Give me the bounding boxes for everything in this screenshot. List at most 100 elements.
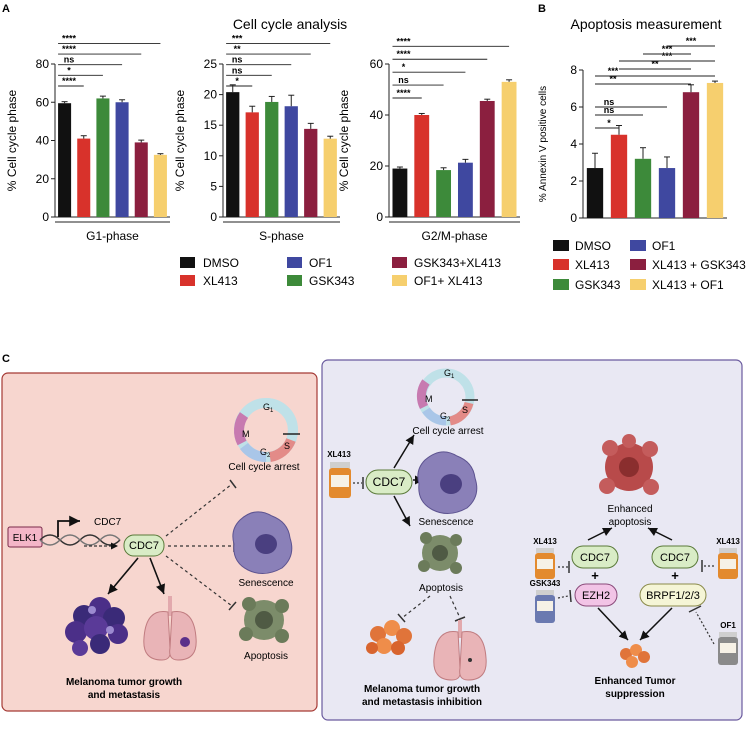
apoptosis-inhibit-lungs-line [449,595,461,619]
arrow-ezh2-to-suppression [597,607,629,641]
senescence-label-left: Senescence [238,578,293,589]
legend-b-swatch-xl413-gsk343 [630,259,646,270]
lungs-icon-left [143,596,197,661]
bar-gsk343 [634,158,652,218]
legend-b-swatch-of1 [630,240,646,251]
significance-label: *** [662,44,673,54]
tumor-cluster-icon-right [366,620,412,655]
legend-label-of1-xl413: OF1+ XL413 [414,274,483,288]
inhibit-bar-cell-cycle [229,479,237,489]
phase-m-left: M [242,429,250,439]
of1-pill-bottle-icon [718,632,738,665]
significance-label: * [402,62,406,72]
bar-of1 [658,168,676,218]
significance-label: **** [62,76,77,86]
transcription-arrow [57,515,80,537]
suppression-line2: suppression [605,689,664,700]
panel-letter-c: C [2,353,10,365]
significance-label: **** [396,88,411,98]
significance-label: * [607,118,611,128]
cdc7-node-combo-left [571,545,619,569]
significance-label: **** [396,36,411,46]
legend-swatch-gsk343 [287,275,302,286]
bar-xl413 [245,112,259,217]
enhanced-apoptosis-cell-icon [599,434,659,495]
bar-xl413-gsk343 [682,92,700,218]
cdc7-node-left [123,534,165,557]
apoptosis-label-left: Apoptosis [244,651,288,662]
bar-of1-xl413 [153,154,167,217]
panel-letter-b: B [538,3,546,15]
cell-cycle-ring-icon-left [234,398,300,463]
legend-swatch-gsk343-xl413 [392,257,407,268]
bar-xl413 [77,138,91,217]
y-tick-label: 6 [570,100,577,114]
y-axis-label: % Cell cycle phase [173,89,187,191]
diagram-left-panel: ELK1 CDC7 CDC7 G1 M S G2 Cell cyc [1,372,318,712]
cdc7-label-left: CDC7 [129,540,159,552]
significance-label: ** [234,44,242,54]
bar-xl413-of1 [706,82,724,218]
apoptotic-cell-icon-left [239,597,289,643]
significance-label: ns [232,65,243,75]
inhibit-line-cell-cycle [165,483,233,537]
enhanced-apoptosis-line1: Enhanced [607,504,652,515]
cdc7-label-combo-left: CDC7 [580,552,610,564]
of1-label: OF1 [720,621,736,630]
bar-of1-xl413 [501,81,517,217]
y-tick-label: 80 [36,57,50,71]
y-tick-label: 25 [204,57,218,71]
senescence-label-right: Senescence [418,517,473,528]
brpf-node [639,583,707,607]
cdc7-node-combo-right [651,545,699,569]
y-tick-label: 20 [370,159,384,173]
legend-b: DMSO OF1 XL413 XL413 + GSK343 GSK343 XL4… [553,239,746,292]
suppressed-tumor-icon [620,644,650,668]
legend-b-label-xl413: XL413 [575,258,610,272]
ezh2-node [574,583,618,607]
significance-label: ns [604,97,615,107]
legend-b-swatch-dmso [553,240,569,251]
bar-xl413 [610,134,628,218]
arrow-brpf-to-suppression [639,607,673,641]
legend-label-gsk343-xl413: GSK343+XL413 [414,256,501,270]
gsk343-label: GSK343 [530,579,561,588]
apoptotic-cell-icon-right [418,532,462,574]
x-axis-label: G2/M-phase [421,229,487,243]
plus-sign-left: + [591,568,599,583]
arrow-left-to-enhanced-apoptosis [587,527,613,541]
y-tick-label: 0 [570,211,577,225]
legend-b-label-xl413-gsk343: XL413 + GSK343 [652,258,746,272]
legend-b-label-of1: OF1 [652,239,676,253]
legend-label-dmso: DMSO [203,256,239,270]
y-axis-label: % Cell cycle phase [5,89,19,191]
arrow-to-lungs-left [149,557,165,595]
phase-g2-right: G2 [440,411,451,423]
inhibit-bar-apoptosis [228,601,237,611]
legend-a: DMSO XL413 OF1 GSK343 GSK343+XL413 OF1+ … [180,256,501,288]
legend-label-xl413: XL413 [203,274,238,288]
gsk343-pill-bottle-icon [535,590,555,623]
bar-gsk343-xl413 [134,142,148,217]
enhanced-apoptosis-line2: apoptosis [609,517,652,528]
of1-inhibit-bar [688,605,702,613]
legend-swatch-of1 [287,257,302,268]
significance-label: ns [398,75,409,85]
x-axis-label: G1-phase [86,229,139,243]
elk1-box [7,526,43,548]
significance-label: ** [609,74,617,84]
panel-letter-a: A [2,3,10,15]
legend-b-swatch-xl413-of1 [630,279,646,290]
significance-label: * [235,76,239,86]
y-tick-label: 4 [570,137,577,151]
right-inhibition-line2: and metastasis inhibition [362,697,482,708]
cell-cycle-arrest-label-right: Cell cycle arrest [412,426,483,437]
brpf-label: BRPF1/2/3 [646,590,700,602]
y-tick-label: 15 [204,118,218,132]
significance-label: **** [62,33,77,43]
y-tick-label: 10 [204,149,218,163]
plus-sign-right: + [671,568,679,583]
bar-gsk343 [96,98,110,217]
xl413-label-main: XL413 [327,450,351,459]
significance-label: *** [662,51,673,61]
